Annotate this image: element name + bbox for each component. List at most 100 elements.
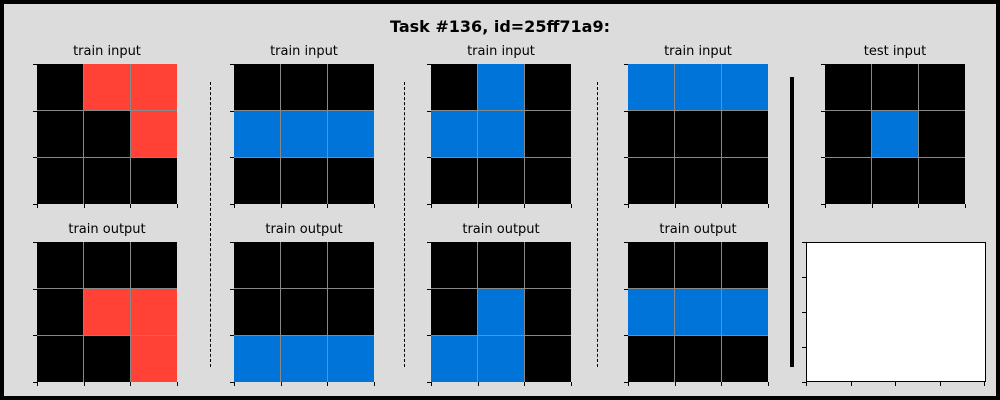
grid-cell [281,242,327,288]
grid-cell [919,158,965,204]
grid-cell [675,64,721,110]
panel-label: train output [68,222,146,237]
grid-cell [281,336,327,382]
grid-cell [328,336,374,382]
grid-cell [919,64,965,110]
grid-cell [84,158,130,204]
grid-cell [234,158,280,204]
grid-cell [872,64,918,110]
grid-cell [478,242,524,288]
grid-cell [37,289,83,335]
grid-cell [328,242,374,288]
train-output-grid-1 [37,242,177,382]
pair-divider [404,82,405,367]
panel-label: train output [462,222,540,237]
train-output-grid-3 [431,242,571,382]
grid-cell [722,336,768,382]
grid-cell [37,64,83,110]
grid-cell [722,158,768,204]
grid-cell [628,111,674,157]
grid-cell [234,111,280,157]
grid-cell [281,289,327,335]
train-output-grid-4 [628,242,768,382]
pair-divider [597,82,598,367]
train-input-grid-4 [628,64,768,204]
grid-cell [131,64,177,110]
grid-cell [84,111,130,157]
grid-cell [825,111,871,157]
grid-cell [675,242,721,288]
grid-cell [525,336,571,382]
panel-label: train input [73,44,141,59]
grid-cell [131,242,177,288]
grid-cell [234,289,280,335]
grid-cell [431,158,477,204]
panel-label: train input [270,44,338,59]
grid-cell [722,64,768,110]
grid-cell [328,289,374,335]
panel-label: train output [265,222,343,237]
grid-cell [131,158,177,204]
test-input-grid [825,64,965,204]
grid-cell [628,289,674,335]
grid-cell [281,111,327,157]
grid-cell [431,242,477,288]
grid-cell [525,289,571,335]
grid-cell [628,242,674,288]
grid-cell [84,242,130,288]
grid-cell [872,111,918,157]
grid-cell [675,111,721,157]
grid-cell [478,64,524,110]
grid-cell [328,64,374,110]
grid-cell [478,336,524,382]
grid-cell [131,289,177,335]
train-output-grid-2 [234,242,374,382]
grid-cell [825,64,871,110]
grid-cell [281,64,327,110]
grid-cell [525,158,571,204]
grid-cell [131,111,177,157]
grid-cell [825,158,871,204]
grid-cell [37,336,83,382]
grid-cell [628,158,674,204]
grid-cell [675,336,721,382]
grid-cell [84,336,130,382]
grid-cell [478,158,524,204]
grid-cell [234,242,280,288]
grid-cell [131,336,177,382]
grid-cell [525,64,571,110]
panel-label: test input [863,44,927,59]
grid-cell [84,64,130,110]
train-input-grid-2 [234,64,374,204]
grid-cell [628,64,674,110]
grid-cell [84,289,130,335]
grid-cell [525,242,571,288]
grid-cell [722,111,768,157]
grid-cell [628,336,674,382]
grid-cell [328,111,374,157]
grid-cell [525,111,571,157]
grid-cell [722,242,768,288]
panel-label: train input [664,44,732,59]
grid-cell [722,289,768,335]
grid-cell [478,289,524,335]
grid-cell [328,158,374,204]
grid-cell [872,158,918,204]
grid-cell [675,158,721,204]
grid-cell [37,111,83,157]
grid-cell [281,158,327,204]
grid-cell [675,289,721,335]
grid-cell [234,336,280,382]
grid-cell [234,64,280,110]
grid-cell [431,289,477,335]
panel-label: train input [467,44,535,59]
test-divider [790,77,794,367]
grid-cell [919,111,965,157]
grid-cell [37,158,83,204]
panel-label: train output [659,222,737,237]
pair-divider [210,82,211,367]
grid-cell [37,242,83,288]
test-output-placeholder [806,242,986,382]
grid-cell [478,111,524,157]
grid-cell [431,111,477,157]
